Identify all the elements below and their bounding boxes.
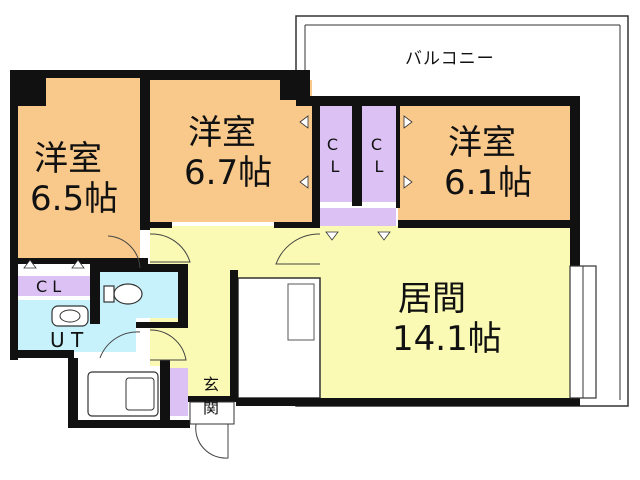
room-living-size: 14.1帖	[392, 319, 502, 359]
closet-3-label: C L	[36, 277, 61, 296]
room-western-b-size: 6.7帖	[184, 153, 272, 193]
entrance-label-2: 関	[203, 398, 219, 417]
room-western-a-name: 洋室	[34, 139, 102, 179]
closet-3	[18, 276, 90, 296]
toilet-tank	[103, 285, 115, 303]
room-western-c-size: 6.1帖	[444, 163, 532, 203]
toilet-bowl	[113, 283, 143, 305]
entrance-label-1: 玄	[203, 375, 219, 394]
closet-2-label-l: L	[375, 157, 384, 176]
washbasin	[51, 305, 89, 327]
room-living	[320, 226, 570, 400]
closet-1-label-l: L	[331, 157, 340, 176]
closet-2-label-c: C	[371, 135, 382, 154]
room-western-b-name: 洋室	[188, 113, 256, 153]
bathtub-inner	[125, 377, 155, 411]
closet-1-label-c: C	[327, 135, 338, 154]
closet-1-label: C L	[327, 135, 343, 176]
entrance-floor	[189, 401, 235, 425]
room-western-b	[150, 80, 312, 222]
shoe-closet	[170, 368, 188, 416]
room-western-a	[18, 78, 140, 260]
closet-2-label: C L	[371, 135, 387, 176]
room-western-a-size: 6.5帖	[30, 179, 118, 219]
room-living-name: 居間	[398, 279, 466, 319]
closet-1	[318, 106, 352, 202]
washbasin-bowl	[59, 309, 81, 323]
balcony-label: バルコニー	[405, 49, 495, 69]
stove	[287, 283, 315, 341]
bathtub	[87, 371, 159, 417]
room-western-c-name: 洋室	[448, 123, 516, 163]
utility-label: U T	[50, 328, 84, 352]
closet-living-top	[320, 208, 396, 226]
room-western-c	[398, 102, 570, 226]
closet-2	[362, 106, 396, 202]
